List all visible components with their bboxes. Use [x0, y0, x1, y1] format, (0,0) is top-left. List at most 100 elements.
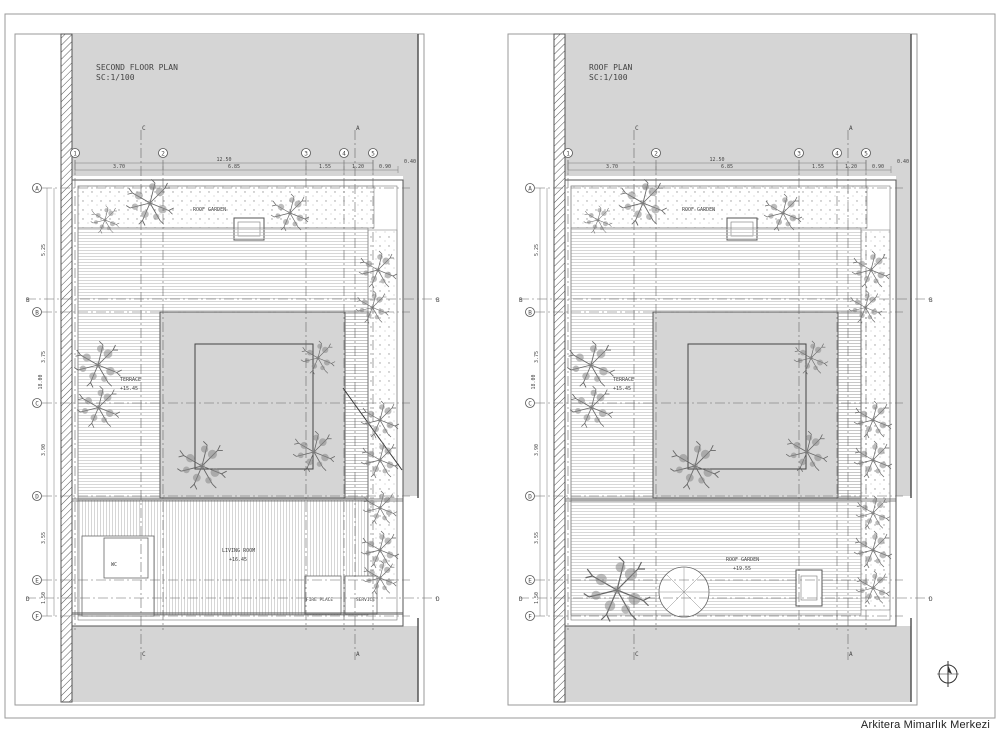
row-label: B: [35, 310, 39, 317]
label-roof-garden: ROOF GARDEN: [682, 207, 715, 213]
section-marker: D: [519, 596, 523, 603]
row-label: C: [528, 401, 532, 408]
fire-place: [304, 575, 342, 615]
row-label: E: [528, 578, 532, 585]
row-label: C: [35, 401, 39, 408]
col-label: 3: [304, 151, 308, 158]
dim-row: 1.50: [41, 592, 47, 604]
col-label: 4: [342, 151, 346, 158]
section-marker: B: [519, 297, 523, 304]
col-label: 3: [797, 151, 801, 158]
label-service: SERVICE: [356, 597, 375, 603]
col-label: 5: [864, 151, 868, 158]
label-roof-garden-2: ROOF GARDEN: [726, 557, 759, 563]
label-terrace: TERRACE: [120, 377, 141, 383]
label-roof-garden: ROOF GARDEN: [193, 207, 226, 213]
section-marker: A: [849, 125, 853, 132]
dim-total: 12.50: [709, 157, 724, 163]
dim-span: 1.55: [319, 164, 331, 170]
row-label: A: [528, 186, 532, 193]
dim-span: 3.70: [606, 164, 618, 170]
row-label: D: [528, 494, 532, 501]
party-wall: [553, 33, 566, 703]
dim-row: 3.75: [41, 351, 47, 363]
label-terrace: TERRACE: [613, 377, 634, 383]
col-label: 1: [566, 151, 570, 158]
label-wc: WC: [111, 562, 117, 568]
courtyard-void: [159, 311, 346, 499]
top-dimensions: [74, 160, 399, 173]
section-marker: C: [635, 651, 639, 658]
service-room: [344, 575, 378, 615]
section-marker: C: [142, 651, 146, 658]
dim-row: 5.25: [41, 244, 47, 256]
plan-scale: SC:1/100: [589, 73, 628, 82]
sheet-border: [4, 13, 996, 719]
column-markers: 1 2 3 4 5: [563, 148, 871, 158]
dim-span: 3.70: [113, 164, 125, 170]
staircase: [344, 311, 369, 499]
section-marker: A: [356, 125, 360, 132]
section-marker: D: [26, 596, 30, 603]
dim-span: 1.20: [845, 164, 857, 170]
roof-garden-area: [570, 185, 868, 229]
plan-title: SECOND FLOOR PLAN: [96, 63, 178, 72]
neighbor-bottom: [72, 626, 418, 702]
left-dimensions: [539, 188, 548, 616]
row-label: F: [528, 614, 532, 621]
neighbor-bottom: [565, 626, 911, 702]
dim-total-left: 18.00: [531, 374, 537, 389]
dim-span: 6.85: [721, 164, 733, 170]
section-marker: C: [142, 125, 146, 132]
grid-axes: [26, 130, 440, 660]
col-label: 5: [371, 151, 375, 158]
dim-total: 12.50: [216, 157, 231, 163]
dim-edge: 0.40: [897, 159, 909, 165]
dim-row: 3.90: [534, 444, 540, 456]
row-markers: A B C D E F: [525, 183, 535, 621]
section-marker: A: [849, 651, 853, 658]
neighbor-right: [896, 176, 911, 496]
section-marker: C: [635, 125, 639, 132]
dim-row: 3.90: [41, 444, 47, 456]
row-markers: A B C D E F: [32, 183, 42, 621]
dim-total-left: 18.00: [38, 374, 44, 389]
dim-row: 3.55: [41, 532, 47, 544]
dim-row: 3.75: [534, 351, 540, 363]
dim-span: 1.20: [352, 164, 364, 170]
dim-row: 5.25: [534, 244, 540, 256]
dim-span: 0.90: [872, 164, 884, 170]
party-wall: [60, 33, 73, 703]
top-dimensions: [567, 160, 892, 173]
row-label: E: [35, 578, 39, 585]
col-label: 2: [161, 151, 165, 158]
caption-credit: Arkitera Mimarlık Merkezi: [860, 719, 990, 731]
dim-span: 0.90: [379, 164, 391, 170]
row-label: A: [35, 186, 39, 193]
column-markers: 1 2 3 4 5: [70, 148, 378, 158]
left-dimensions: [46, 188, 55, 616]
col-label: 1: [73, 151, 77, 158]
dim-row: 1.50: [534, 592, 540, 604]
row-label: B: [528, 310, 532, 317]
neighbor-right: [403, 176, 418, 496]
roof-plan: ROOF PLAN SC:1/100: [507, 33, 959, 706]
section-marker: D: [929, 596, 933, 603]
dim-span: 1.55: [812, 164, 824, 170]
label-living-room: LIVING ROOM: [222, 548, 255, 554]
label-terrace-level: +15.45: [120, 386, 138, 392]
label-fire-place: FIRE PLACE: [306, 597, 333, 603]
roof-hatch: [795, 569, 823, 607]
neighbor-top: [565, 34, 911, 176]
section-marker: B: [26, 297, 30, 304]
label-terrace-level: +15.45: [613, 386, 631, 392]
grid-axes: [519, 130, 933, 660]
dim-row: 3.55: [534, 532, 540, 544]
col-label: 4: [835, 151, 839, 158]
row-label: F: [35, 614, 39, 621]
dim-span: 6.85: [228, 164, 240, 170]
neighbor-top: [72, 34, 418, 176]
second-floor-plan: SECOND FLOOR PLAN SC:1/100: [14, 33, 440, 706]
col-label: 2: [654, 151, 658, 158]
